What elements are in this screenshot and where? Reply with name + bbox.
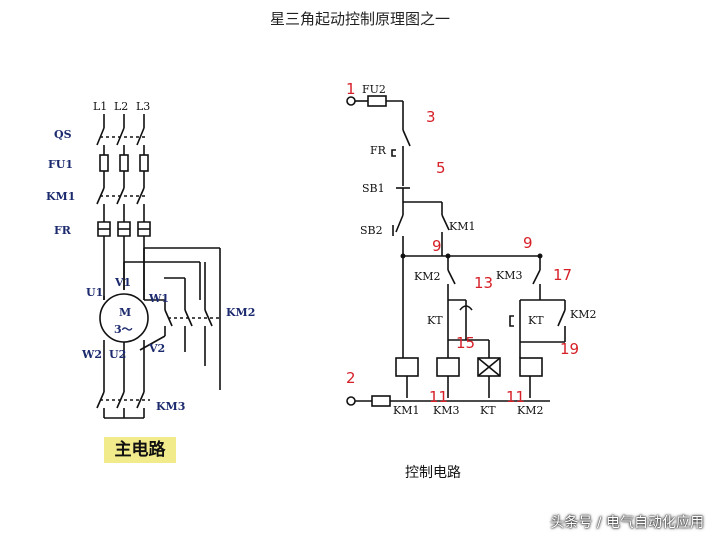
watermark: 头条号 / 电气自动化应用 — [550, 515, 704, 531]
node-2: 2 — [346, 369, 356, 387]
terminal-u2: U2 — [109, 348, 126, 361]
phase-l2: L2 — [114, 100, 128, 113]
terminal-w1: W1 — [148, 292, 169, 305]
label-km1-ctrl: KM1 — [449, 220, 475, 233]
bottom-label-km2: KM2 — [517, 404, 543, 417]
label-km2-ctrl-2: KM2 — [570, 308, 596, 321]
node-13: 13 — [474, 274, 493, 292]
label-km1: KM1 — [46, 190, 75, 203]
label-km2-main: KM2 — [226, 306, 255, 319]
page-title: 星三角起动控制原理图之一 — [269, 10, 450, 28]
label-fr: FR — [54, 224, 72, 237]
node-11-left: 11 — [429, 388, 448, 406]
terminal-u1: U1 — [86, 286, 103, 299]
node-3: 3 — [426, 108, 436, 126]
terminal-v2: V2 — [148, 342, 165, 355]
control-circuit-caption: 控制电路 — [405, 465, 461, 481]
label-fr-ctrl: FR — [370, 144, 387, 157]
label-kt-2: KT — [528, 314, 544, 327]
label-km2-ctrl: KM2 — [414, 270, 440, 283]
motor-phase-label: 3～ — [114, 323, 133, 336]
node-19: 19 — [560, 340, 579, 358]
main-circuit-caption: 主电路 — [104, 437, 176, 463]
label-fu2: FU2 — [362, 83, 386, 96]
node-11-right: 11 — [506, 388, 525, 406]
label-fu1: FU1 — [48, 158, 73, 171]
phase-l1: L1 — [93, 100, 107, 113]
bottom-label-kt: KT — [480, 404, 496, 417]
bottom-label-km3: KM3 — [433, 404, 459, 417]
label-km3-ctrl: KM3 — [496, 269, 522, 282]
label-sb1: SB1 — [362, 182, 385, 195]
node-17: 17 — [553, 266, 572, 284]
node-9-right: 9 — [523, 234, 533, 252]
node-1: 1 — [346, 80, 356, 98]
terminal-w2: W2 — [81, 348, 102, 361]
motor-label: M — [119, 306, 131, 319]
node-9-left: 9 — [432, 237, 442, 255]
terminal-v1: V1 — [114, 276, 131, 289]
node-5: 5 — [436, 159, 446, 177]
label-sb2: SB2 — [360, 224, 383, 237]
label-km3-main: KM3 — [156, 400, 185, 413]
label-kt-1: KT — [427, 314, 443, 327]
bottom-label-km1: KM1 — [393, 404, 419, 417]
node-15: 15 — [456, 334, 475, 352]
phase-l3: L3 — [136, 100, 150, 113]
label-qs: QS — [54, 128, 72, 141]
